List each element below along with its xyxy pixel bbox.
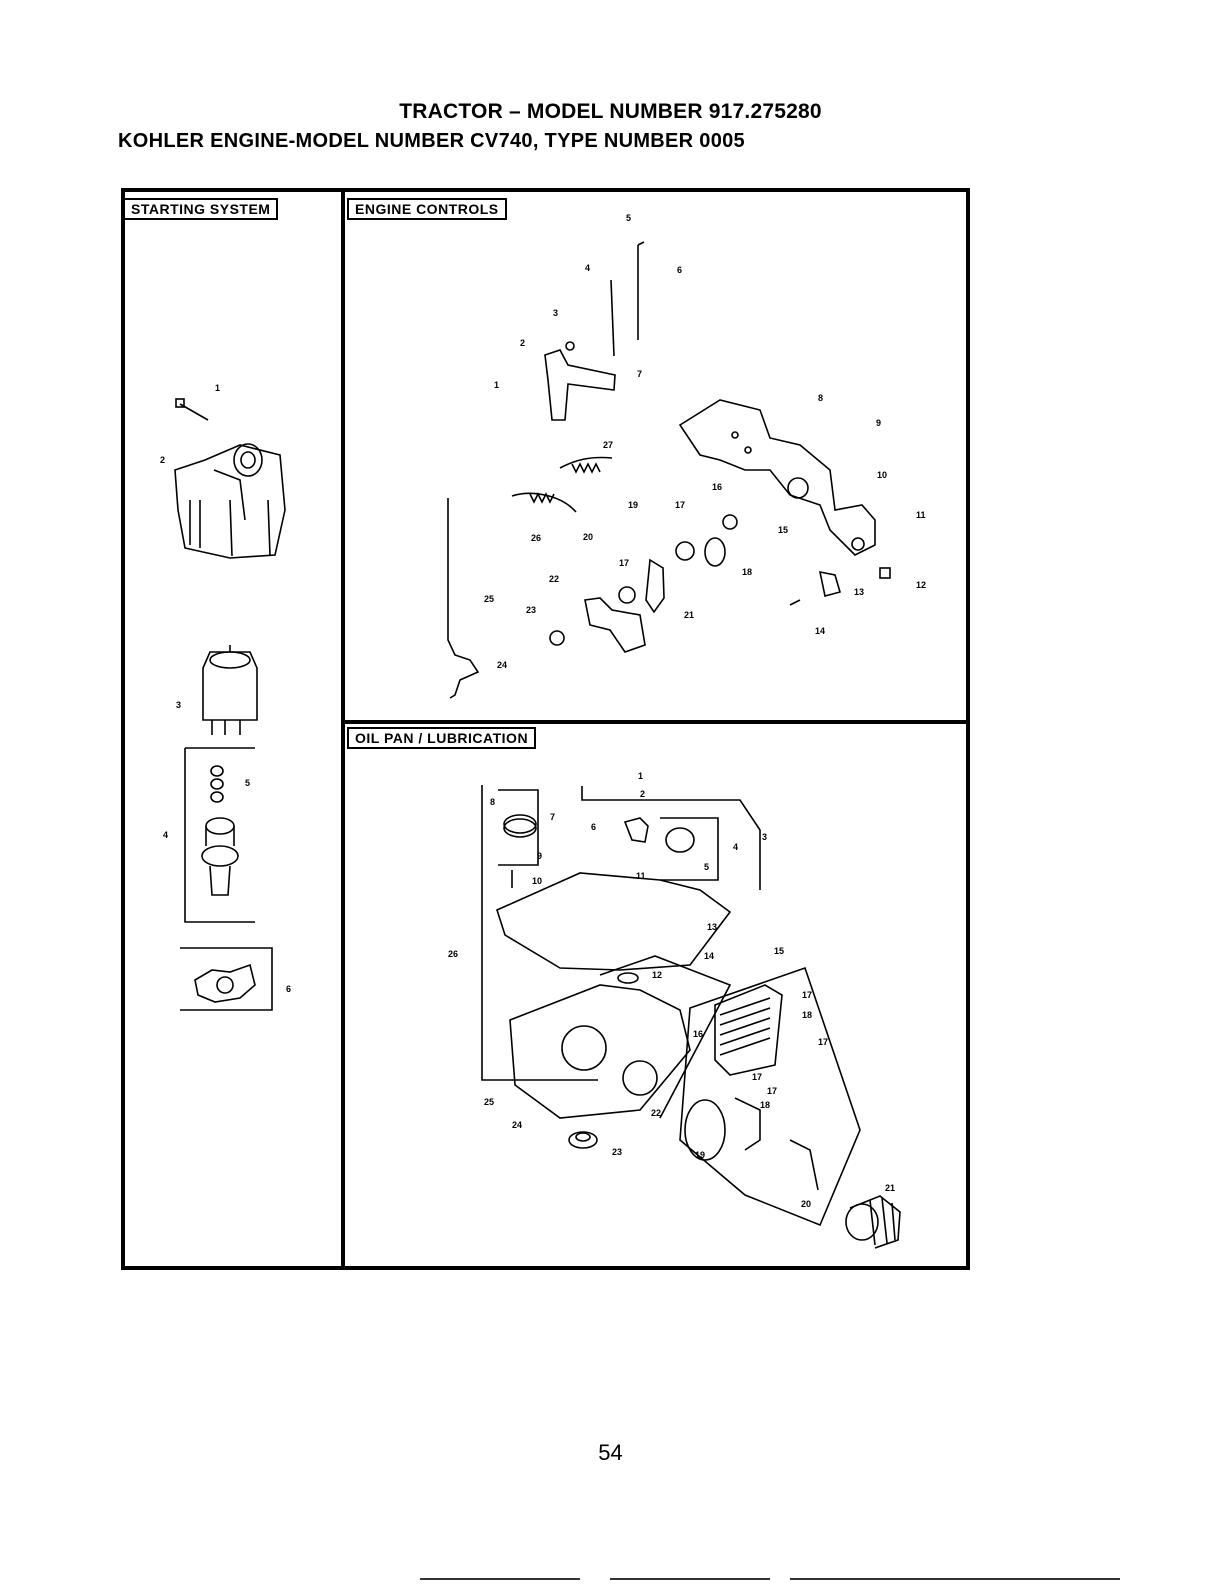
lever-illustration xyxy=(584,558,665,653)
callout-engine-15: 15 xyxy=(778,525,789,535)
callout-engine-2: 2 xyxy=(520,338,526,348)
bolt-stud-illustration xyxy=(789,567,891,606)
callout-oil-17a: 17 xyxy=(802,990,813,1000)
callout-oil-18a: 18 xyxy=(802,1010,813,1020)
callout-oil-18b: 18 xyxy=(760,1100,771,1110)
callout-engine-1: 1 xyxy=(494,380,500,390)
starter-motor-illustration xyxy=(174,443,286,559)
callout-engine-10: 10 xyxy=(877,470,888,480)
control-bracket-illustration xyxy=(544,341,616,421)
choke-rod-illustration xyxy=(447,498,480,699)
callout-engine-6: 6 xyxy=(677,265,683,275)
callout-engine-24: 24 xyxy=(497,660,508,670)
oil-pump-gear-illustration xyxy=(498,789,719,888)
callout-oil-11: 11 xyxy=(636,871,646,881)
callout-engine-17b: 17 xyxy=(619,558,630,568)
callout-engine-7: 7 xyxy=(637,369,643,379)
footer-rule xyxy=(610,1578,770,1580)
footer-rule xyxy=(790,1578,1120,1580)
callout-engine-12: 12 xyxy=(916,580,927,590)
callout-oil-3: 3 xyxy=(762,832,768,842)
callout-oil-6: 6 xyxy=(591,822,597,832)
spring-illustration xyxy=(511,456,613,513)
section-label-engine-controls: ENGINE CONTROLS xyxy=(347,198,507,220)
callout-oil-24: 24 xyxy=(512,1120,523,1130)
solenoid-illustration xyxy=(202,645,258,735)
drive-kit-illustration xyxy=(184,747,255,923)
callout-engine-13: 13 xyxy=(854,587,865,597)
callout-oil-21: 21 xyxy=(885,1183,896,1193)
callout-engine-8: 8 xyxy=(818,393,824,403)
page-number: 54 xyxy=(598,1440,623,1465)
callout-oil-13: 13 xyxy=(707,922,718,932)
callout-engine-17a: 17 xyxy=(675,500,686,510)
callout-engine-27: 27 xyxy=(603,440,614,450)
callout-engine-19: 19 xyxy=(628,500,639,510)
engine-control-plate-illustration xyxy=(678,399,876,556)
page-subtitle: KOHLER ENGINE-MODEL NUMBER CV740, TYPE N… xyxy=(118,130,745,152)
callout-oil-17b: 17 xyxy=(818,1037,829,1047)
callout-oil-26: 26 xyxy=(448,949,459,959)
callout-oil-10: 10 xyxy=(532,876,543,886)
callout-engine-4: 4 xyxy=(585,263,591,273)
callout-oil-2: 2 xyxy=(640,789,646,799)
callout-starting-4: 4 xyxy=(163,830,169,840)
washers-illustration xyxy=(549,514,738,646)
callout-oil-17c: 17 xyxy=(752,1072,763,1082)
callout-engine-18: 18 xyxy=(742,567,753,577)
oil-seal-illustration xyxy=(568,1099,726,1161)
section-divider-horizontal xyxy=(345,720,970,724)
callout-engine-11: 11 xyxy=(916,510,926,520)
callout-oil-20: 20 xyxy=(801,1199,812,1209)
callout-engine-26: 26 xyxy=(531,533,542,543)
footer-rule xyxy=(420,1578,580,1580)
callout-oil-5: 5 xyxy=(704,862,710,872)
bolt-illustration xyxy=(175,398,209,421)
callout-oil-17d: 17 xyxy=(767,1086,778,1096)
callout-starting-1: 1 xyxy=(215,383,221,393)
callout-engine-21: 21 xyxy=(684,610,695,620)
callout-engine-25: 25 xyxy=(484,594,495,604)
callout-oil-19: 19 xyxy=(695,1150,706,1160)
callout-engine-22: 22 xyxy=(549,574,560,584)
callout-oil-8: 8 xyxy=(490,797,496,807)
oil-filter-illustration xyxy=(789,1139,901,1249)
callout-oil-9: 9 xyxy=(537,851,543,861)
callout-oil-14: 14 xyxy=(704,951,715,961)
page-title: TRACTOR – MODEL NUMBER 917.275280 xyxy=(399,100,822,123)
callout-starting-6: 6 xyxy=(286,984,292,994)
callout-engine-9: 9 xyxy=(876,418,882,428)
callout-oil-4: 4 xyxy=(733,842,739,852)
callout-oil-23: 23 xyxy=(612,1147,623,1157)
section-divider-vertical xyxy=(341,188,345,1270)
callout-oil-22: 22 xyxy=(651,1108,662,1118)
callout-engine-23: 23 xyxy=(526,605,537,615)
throttle-rod-illustration xyxy=(610,241,645,357)
oil-cooler-illustration xyxy=(679,966,861,1227)
callout-starting-2: 2 xyxy=(160,455,166,465)
callout-engine-3: 3 xyxy=(553,308,559,318)
brush-holder-illustration xyxy=(180,947,273,1011)
oil-pan-assembly-illustration xyxy=(481,785,761,1119)
callout-oil-1: 1 xyxy=(638,771,644,781)
callout-engine-20: 20 xyxy=(583,532,594,542)
callout-starting-5: 5 xyxy=(245,778,251,788)
callout-starting-3: 3 xyxy=(176,700,182,710)
diagram-frame xyxy=(121,188,970,1270)
callout-oil-25: 25 xyxy=(484,1097,495,1107)
section-label-oil-pan: OIL PAN / LUBRICATION xyxy=(347,727,537,749)
callout-oil-16: 16 xyxy=(693,1029,704,1039)
callout-oil-12: 12 xyxy=(652,970,663,980)
callout-engine-14: 14 xyxy=(815,626,826,636)
callout-oil-15: 15 xyxy=(774,946,785,956)
callout-oil-7: 7 xyxy=(550,812,556,822)
callout-engine-5: 5 xyxy=(626,213,632,223)
section-label-starting-system: STARTING SYSTEM xyxy=(123,198,279,220)
callout-engine-16: 16 xyxy=(712,482,723,492)
